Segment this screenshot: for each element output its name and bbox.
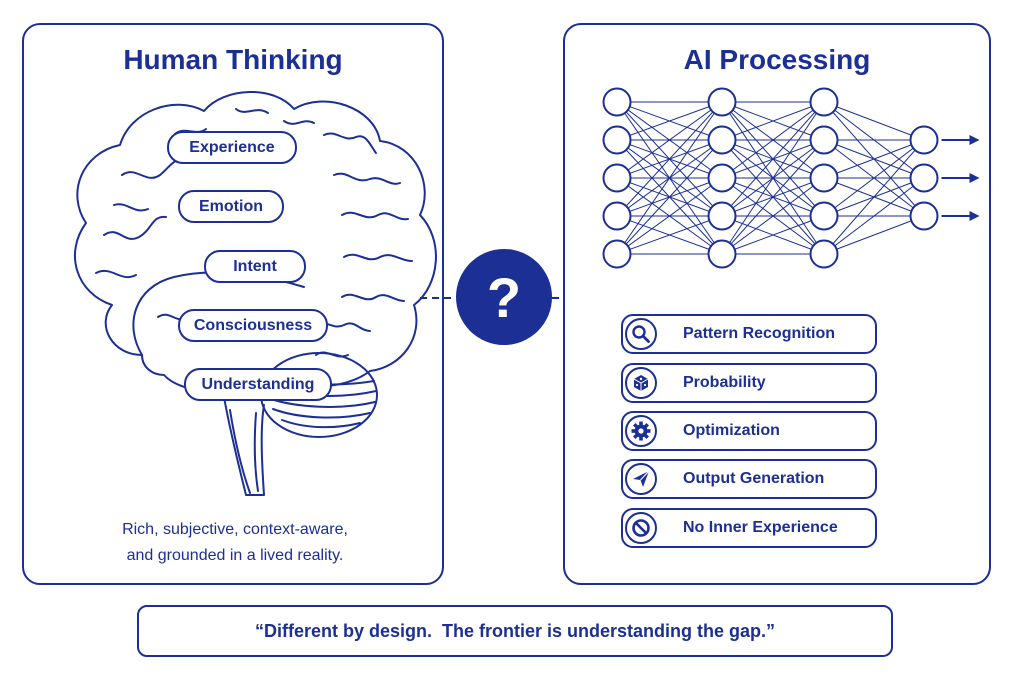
network-connection [823, 139, 925, 255]
ai-item-pattern-recognition: Pattern Recognition [621, 314, 877, 354]
brain-label-emotion: Emotion [178, 190, 284, 223]
ai-item-label: Probability [683, 374, 766, 391]
network-connection [721, 139, 825, 255]
send-icon [625, 463, 657, 495]
caption-line-2: and grounded in a lived reality. [126, 547, 344, 564]
human-thinking-panel: Human Thinking [22, 23, 444, 585]
network-connection [616, 101, 723, 141]
human-thinking-caption: Rich, subjective, context-aware, and gro… [64, 517, 406, 569]
network-connection [616, 215, 723, 255]
network-node [602, 239, 632, 269]
network-node [809, 125, 839, 155]
network-connection [721, 177, 825, 255]
network-node [707, 239, 737, 269]
brain-label-consciousness: Consciousness [178, 309, 328, 342]
network-connection [721, 101, 825, 141]
network-node [602, 125, 632, 155]
network-node [602, 201, 632, 231]
brain-label-understanding: Understanding [184, 368, 332, 401]
brain-illustration [74, 91, 437, 496]
network-node [707, 163, 737, 193]
ai-item-probability: Probability [621, 363, 877, 403]
network-connection [721, 101, 825, 179]
output-arrowhead [969, 211, 980, 221]
footer-quote: “Different by design. The frontier is un… [137, 605, 893, 657]
network-connection [823, 139, 925, 217]
network-connection [616, 101, 723, 217]
network-connection [616, 139, 723, 255]
ai-processing-title: AI Processing [683, 44, 871, 75]
brain-stem [223, 396, 265, 496]
output-arrowhead [969, 173, 980, 183]
ai-item-output-generation: Output Generation [621, 459, 877, 499]
brain-label-experience: Experience [167, 131, 297, 164]
network-connection [823, 177, 925, 255]
network-node [909, 163, 939, 193]
prohibited-icon [625, 512, 657, 544]
network-node [809, 163, 839, 193]
network-connection [823, 215, 925, 255]
network-node [602, 163, 632, 193]
ai-processing-panel: AI Processing Pattern Recognition Probab… [563, 23, 991, 585]
network-connection [616, 177, 723, 255]
network-node [809, 87, 839, 117]
human-thinking-title: Human Thinking [123, 44, 343, 75]
ai-item-label: Pattern Recognition [683, 325, 836, 342]
ai-item-optimization: Optimization [621, 411, 877, 451]
dice-icon [625, 367, 657, 399]
network-node [707, 125, 737, 155]
network-node [809, 239, 839, 269]
ai-item-label: Optimization [683, 422, 780, 439]
network-connection [721, 101, 825, 217]
gear-icon [625, 415, 657, 447]
network-node [707, 87, 737, 117]
ai-item-label: No Inner Experience [683, 519, 838, 536]
network-node [602, 87, 632, 117]
network-connection [823, 139, 925, 179]
brain-label-intent: Intent [204, 250, 306, 283]
neural-network-diagram [602, 87, 980, 269]
network-node [707, 201, 737, 231]
network-connection [616, 101, 723, 255]
network-connection [616, 101, 723, 179]
question-badge: ? [456, 249, 552, 345]
caption-line-1: Rich, subjective, context-aware, [122, 521, 348, 538]
ai-item-no-inner-experience: No Inner Experience [621, 508, 877, 548]
ai-item-label: Output Generation [683, 470, 825, 487]
output-arrowhead [969, 135, 980, 145]
network-connection [721, 215, 825, 255]
network-connection [823, 101, 925, 141]
network-node [909, 125, 939, 155]
network-node [909, 201, 939, 231]
search-icon [625, 318, 657, 350]
network-connection [721, 101, 825, 255]
network-node [809, 201, 839, 231]
